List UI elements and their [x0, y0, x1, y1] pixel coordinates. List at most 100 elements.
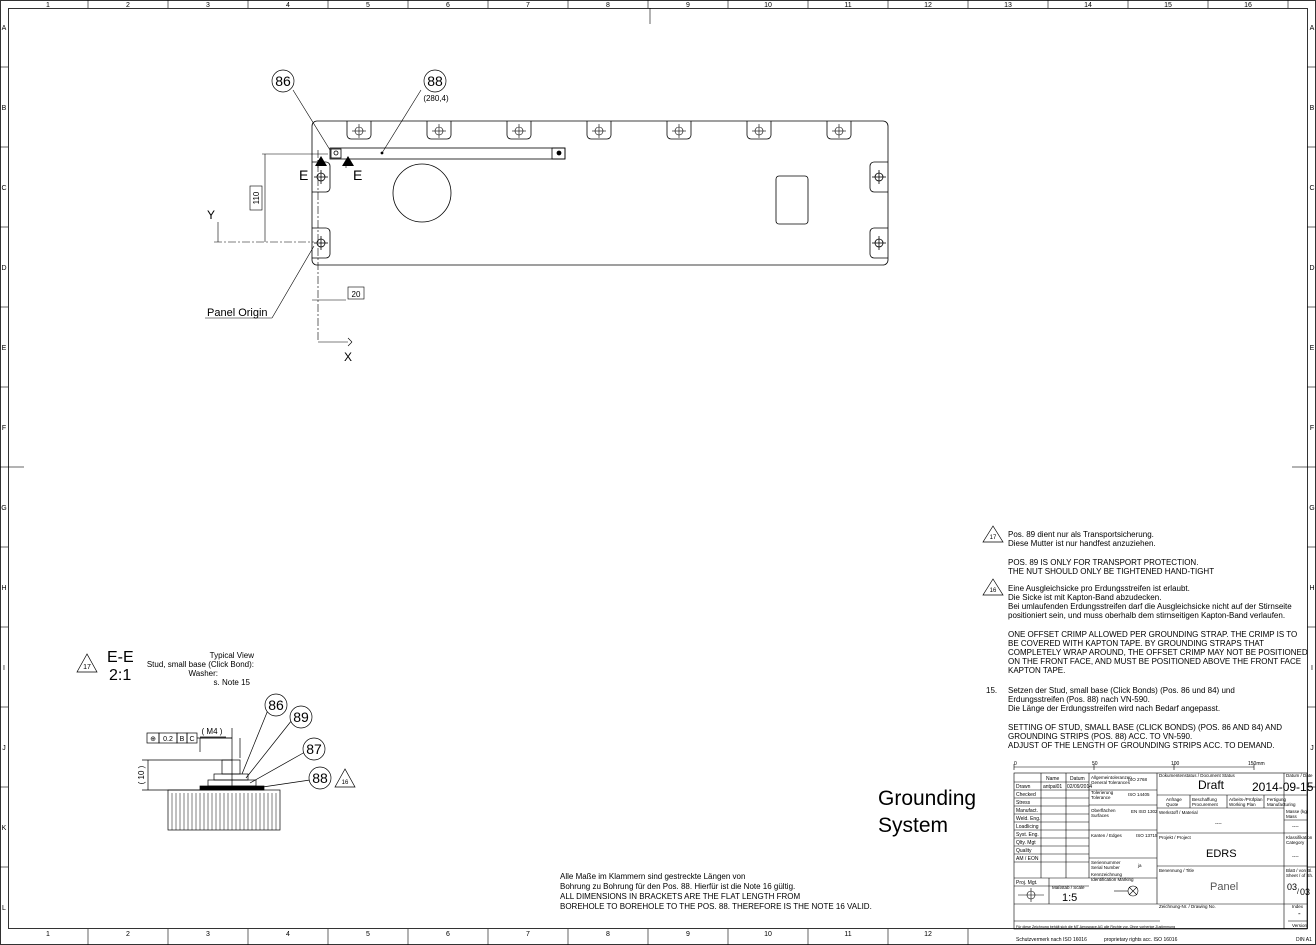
note16-line: Eine Ausgleichsicke pro Erdungsstreifen … — [1008, 584, 1190, 593]
note15-line: ADJUST OF THE LENGTH OF GROUNDING STRIPS… — [1008, 741, 1275, 750]
section-label-e-left: E — [299, 167, 308, 183]
tb-doc-status: Draft — [1198, 778, 1225, 792]
tb-proj-mgr: Proj. Mgt. — [1016, 880, 1037, 886]
zone-col: 15 — [1164, 2, 1172, 9]
zone-row: C — [1, 185, 6, 192]
zone-col: 1 — [46, 2, 50, 9]
ruler-100: 100 — [1171, 761, 1180, 767]
tb-version: Version — [1292, 923, 1308, 928]
title-block-texts: 0 50 100 150mm Name Datum Drawn antpal01… — [1014, 761, 1314, 929]
section-title: E-E — [107, 649, 134, 666]
zone-col: 4 — [286, 2, 290, 9]
note17-line: Diese Mutter ist nur handfest anzuziehen… — [1008, 539, 1156, 548]
ruler-0: 0 — [1014, 761, 1017, 767]
sheet-heading: Grounding System — [878, 787, 976, 837]
section-desc-4: s. Note 15 — [214, 678, 251, 687]
tb-project: EDRS — [1206, 848, 1237, 860]
section-desc-3: Washer: — [189, 669, 219, 678]
fcf-tolerance: 0.2 — [163, 736, 173, 743]
zone-row: L — [2, 905, 6, 912]
top-view-texts: 86 88 (280,4) E E Y X 110 20 Panel Origi… — [207, 73, 449, 364]
zone-col: 2 — [126, 2, 130, 9]
zone-col: 8 — [606, 931, 610, 938]
zone-col: 3 — [206, 2, 210, 9]
zone-row: E — [2, 345, 7, 352]
tb-gen-tol: Allgemeintoleranzen — [1091, 775, 1132, 780]
zone-row: I — [1311, 665, 1313, 672]
note15-line: Setzen der Stud, small base (Click Bonds… — [1008, 686, 1235, 695]
tb-fertigung: Fertigung — [1267, 797, 1287, 802]
thread-label: ( M4 ) — [202, 727, 223, 736]
footer-left: Schutzvermerk nach ISO 16016 — [1016, 937, 1087, 943]
section-view-texts: 17 E-E 2:1 Typical View Stud, small base… — [83, 649, 349, 786]
tb-legal: Für diese Zeichnung behält sich die MT A… — [1016, 925, 1175, 929]
tb-iso2768: ISO 2768 — [1128, 777, 1148, 782]
tb-masse: Masse (kg) — [1286, 809, 1309, 814]
zone-row: D — [1, 265, 6, 272]
footer-mid: proprietary rights acc. ISO 16016 — [1104, 937, 1178, 943]
balloon-88-section: 88 — [312, 770, 328, 786]
zone-col: 1 — [46, 931, 50, 938]
zone-col: 7 — [526, 931, 530, 938]
note16-line: Bei umlaufenden Erdungsstreifen darf die… — [1008, 602, 1292, 611]
zone-row: I — [3, 665, 5, 672]
tb-date-lbl: Datum / Date — [1286, 773, 1313, 778]
tb-werkstoff: Werkstoff / Material — [1159, 810, 1198, 815]
note15-line: SETTING OF STUD, SMALL BASE (CLICK BONDS… — [1008, 723, 1282, 732]
heading-line2: System — [878, 814, 948, 837]
tb-date: 2014-09-15 — [1252, 780, 1314, 794]
tb-drawn: Drawn — [1016, 784, 1031, 790]
tb-title: Panel — [1210, 881, 1238, 893]
note15-line: Die Länge der Erdungsstreifen wird nach … — [1008, 704, 1220, 713]
tb-anfrage: Anfrage — [1166, 797, 1182, 802]
tb-index-val: - — [1298, 909, 1301, 918]
tb-en-iso: EN ISO 1302 — [1131, 809, 1158, 814]
zone-row: A — [2, 25, 7, 32]
zone-col: 4 — [286, 931, 290, 938]
tb-gen-tol-en: General Tolerances — [1091, 780, 1131, 785]
zone-col: 11 — [844, 931, 851, 938]
tb-quality: Quality — [1016, 848, 1032, 854]
zone-col: 5 — [366, 2, 370, 9]
zone-col: 3 — [206, 931, 210, 938]
panel-top-view — [311, 120, 889, 266]
top-view-balloons — [271, 69, 447, 93]
note16-line: ON THE FRONT FACE, AND MUST BE POSITIONE… — [1008, 657, 1301, 666]
balloon-86-section: 86 — [268, 697, 284, 713]
tb-iso13715: ISO 13715 — [1136, 833, 1158, 838]
zone-col: 9 — [686, 2, 690, 9]
tb-tolerance: Tolerance — [1091, 795, 1111, 800]
bottom-note-line1: Alle Maße im Klammern sind gestreckte Lä… — [560, 872, 745, 881]
zone-col: 9 — [686, 931, 690, 938]
zone-labels-top: 1 2 3 4 5 6 7 8 9 10 11 12 13 14 15 16 — [46, 2, 1252, 9]
zone-labels-bottom: 1 2 3 4 5 6 7 8 9 10 11 12 — [46, 931, 932, 938]
tb-ident: Identification Marking — [1091, 877, 1134, 882]
note17-flag: 17 — [990, 535, 997, 541]
tb-projekt: Projekt / Project — [1159, 835, 1192, 840]
section-arrow-left — [315, 156, 327, 166]
tb-scale-val: 1:5 — [1062, 892, 1077, 904]
tb-material-val: ---- — [1215, 821, 1222, 827]
tb-tolerierung: Tolerierung — [1091, 790, 1114, 795]
zone-col: 12 — [924, 2, 932, 9]
bottom-note-line2: Bohrung zu Bohrung für den Pos. 88. Hier… — [560, 882, 795, 891]
zone-col: 16 — [1244, 2, 1252, 9]
panel-origin-label: Panel Origin — [207, 307, 268, 319]
note17-line: THE NUT SHOULD ONLY BE TIGHTENED HAND-TI… — [1008, 567, 1214, 576]
dim-20: 20 — [352, 290, 361, 299]
tb-serial: Serial Number — [1091, 865, 1120, 870]
tb-quote: Quote — [1166, 802, 1179, 807]
zone-col: 6 — [446, 2, 450, 9]
zone-row: F — [2, 425, 6, 432]
tb-blatt: Blatt / von Bl. — [1286, 868, 1313, 873]
note16-line: BE COVERED WITH KAPTON TAPE. BY GROUNDIN… — [1008, 639, 1264, 648]
zone-row: H — [1, 585, 6, 592]
section-view-balloons — [264, 693, 356, 790]
dim-10: ( 10 ) — [137, 765, 146, 784]
zone-col: 7 — [526, 2, 530, 9]
tb-working-plan: Working Plan — [1229, 802, 1256, 807]
tb-sheet-tot: 03 — [1300, 887, 1310, 897]
tb-kennzeich: Kennzeichnung — [1091, 872, 1123, 877]
